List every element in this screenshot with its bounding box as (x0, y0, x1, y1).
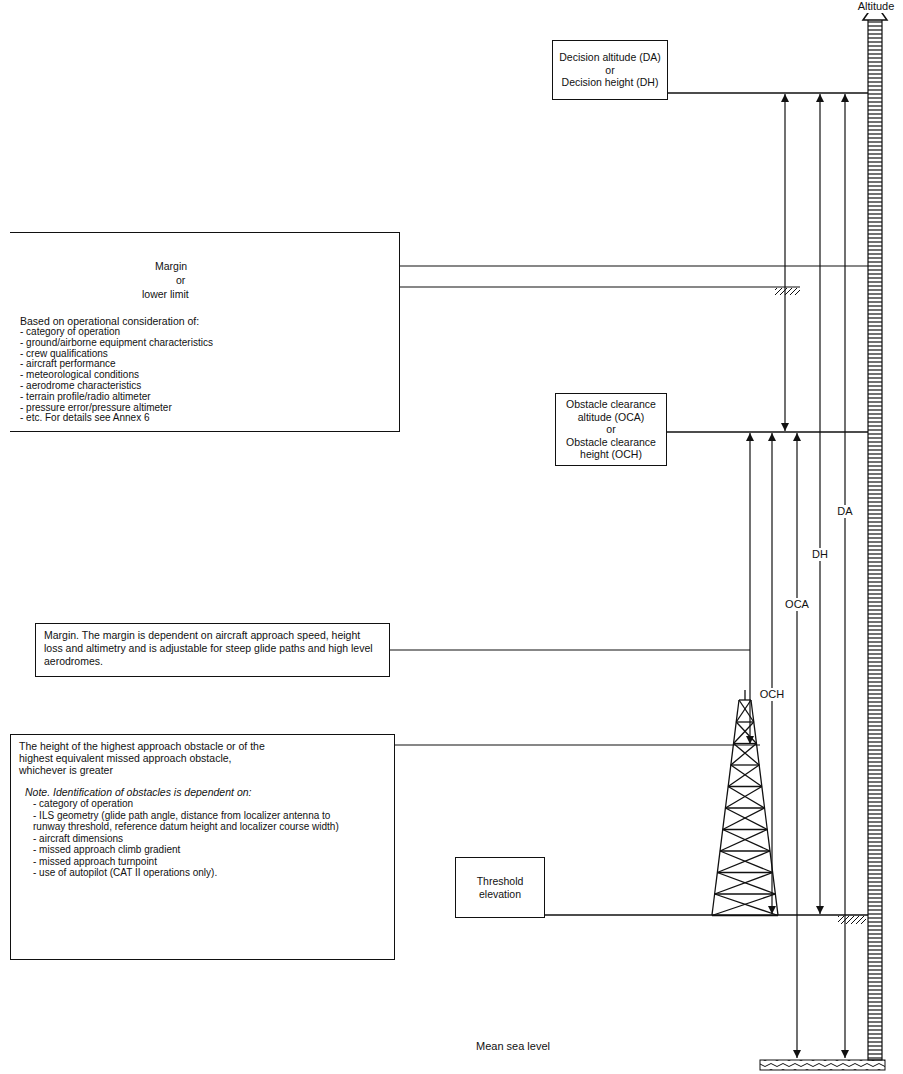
box-text: - crew qualifications (20, 349, 391, 360)
box-text: or (605, 64, 614, 77)
box-text: - aerodrome characteristics (20, 381, 391, 392)
tower-stroke (731, 765, 762, 787)
tower-stroke (712, 894, 775, 916)
oca-arrow (796, 433, 797, 1058)
box-text: Based on operational consideration of: (20, 315, 391, 327)
obstacle-clearance-box: Obstacle clearance altitude (OCA)orObsta… (555, 393, 667, 466)
tower-stroke (734, 722, 754, 744)
tower-stroke (723, 829, 768, 830)
obstacle-level-line (395, 744, 760, 745)
tower-stroke (744, 690, 745, 700)
da-arrow (844, 94, 845, 1058)
tower-stroke (736, 722, 756, 744)
margin-note-box: Margin. The margin is dependent on aircr… (35, 623, 390, 677)
dimension-label: OCH (758, 688, 786, 701)
box-text: or (176, 273, 391, 287)
dh-arrow (819, 94, 820, 914)
box-text: The height of the highest approach obsta… (19, 740, 281, 776)
box-text: Decision height (DH) (562, 76, 659, 89)
obstacle-note-box: The height of the highest approach obsta… (10, 734, 395, 960)
box-text: - meteorological conditions (20, 370, 391, 381)
box-text: lower limit (142, 287, 391, 301)
box-text: - pressure error/pressure altimeter (20, 403, 391, 414)
box-text: - etc. For details see Annex 6 (20, 413, 391, 424)
tower-stroke (717, 872, 772, 873)
tower-stroke (734, 743, 757, 744)
oca-level-line (667, 431, 868, 433)
altitude-axis (868, 18, 882, 1060)
box-text: - missed approach turnpoint (33, 856, 363, 868)
box-text: Margin (155, 259, 391, 273)
box-text: - aircraft performance (20, 359, 391, 370)
tower-stroke (715, 893, 776, 894)
obstacle-tower (712, 690, 778, 916)
box-text: - missed approach climb gradient (33, 844, 363, 856)
box-text: Margin. The margin is dependent on aircr… (44, 629, 381, 668)
tower-stroke (728, 786, 762, 787)
decision-box: Decision altitude (DA)orDecision height … (552, 40, 668, 100)
tower-stroke (717, 851, 770, 873)
dimension-label: OCA (783, 598, 811, 611)
box-text: Note. Identification of obstacles is dep… (25, 786, 386, 798)
sea-level-water (760, 1060, 885, 1070)
tower-stroke (720, 850, 770, 851)
tower-stroke (725, 808, 767, 830)
tower-stroke (712, 915, 778, 916)
tower-stroke (723, 808, 765, 830)
tower-stroke (720, 851, 773, 873)
dimension-label: DA (835, 505, 854, 518)
axis-label: Altitude (856, 0, 897, 13)
tower-stroke (736, 721, 754, 722)
box-text: - category of operation (33, 798, 363, 810)
margin-box: Marginorlower limitBased on operational … (10, 232, 400, 432)
box-text: Decision altitude (DA) (559, 51, 661, 64)
margin-note-leader (390, 649, 750, 650)
box-text: Obstacle clearance altitude (OCA) (562, 398, 660, 423)
tower-stroke (728, 787, 764, 809)
margin-arrow (784, 94, 785, 431)
threshold-box: Threshold elevation (455, 857, 545, 918)
box-text: Threshold elevation (462, 875, 538, 900)
tower-stroke (731, 764, 759, 765)
och-arrow (771, 433, 772, 914)
dimension-label: DH (810, 548, 830, 561)
tower-stroke (725, 807, 764, 808)
tower-stroke (728, 765, 759, 787)
tower-stroke (739, 699, 751, 700)
box-text: - use of autopilot (CAT II operations on… (33, 867, 363, 879)
tower-stroke (739, 700, 754, 722)
tower-stroke (720, 830, 767, 852)
tower-stroke (717, 873, 775, 895)
tower-stroke (715, 873, 773, 895)
box-text: - terrain profile/radio altimeter (20, 392, 391, 403)
ground-hatch (838, 916, 866, 924)
tower-stroke (723, 830, 770, 852)
tower-stroke (731, 744, 757, 766)
tower-stroke (734, 744, 760, 766)
threshold-level-line (545, 914, 868, 916)
box-text: or (606, 423, 615, 436)
box-text: - aircraft dimensions (33, 833, 363, 845)
box-text: - ground/airborne equipment characterist… (20, 338, 391, 349)
datum-label: Mean sea level (474, 1040, 552, 1053)
box-text: - category of operation (20, 327, 391, 338)
margin-arrow (749, 433, 750, 744)
box-text: - ILS geometry (glide path angle, distan… (33, 810, 363, 833)
tower-stroke (736, 700, 751, 722)
box-text: Obstacle clearance height (OCH) (562, 436, 660, 461)
lower-limit-hatch (775, 288, 800, 295)
da-level-line (668, 92, 868, 94)
tower-stroke (715, 894, 778, 916)
tower-stroke (725, 787, 761, 809)
